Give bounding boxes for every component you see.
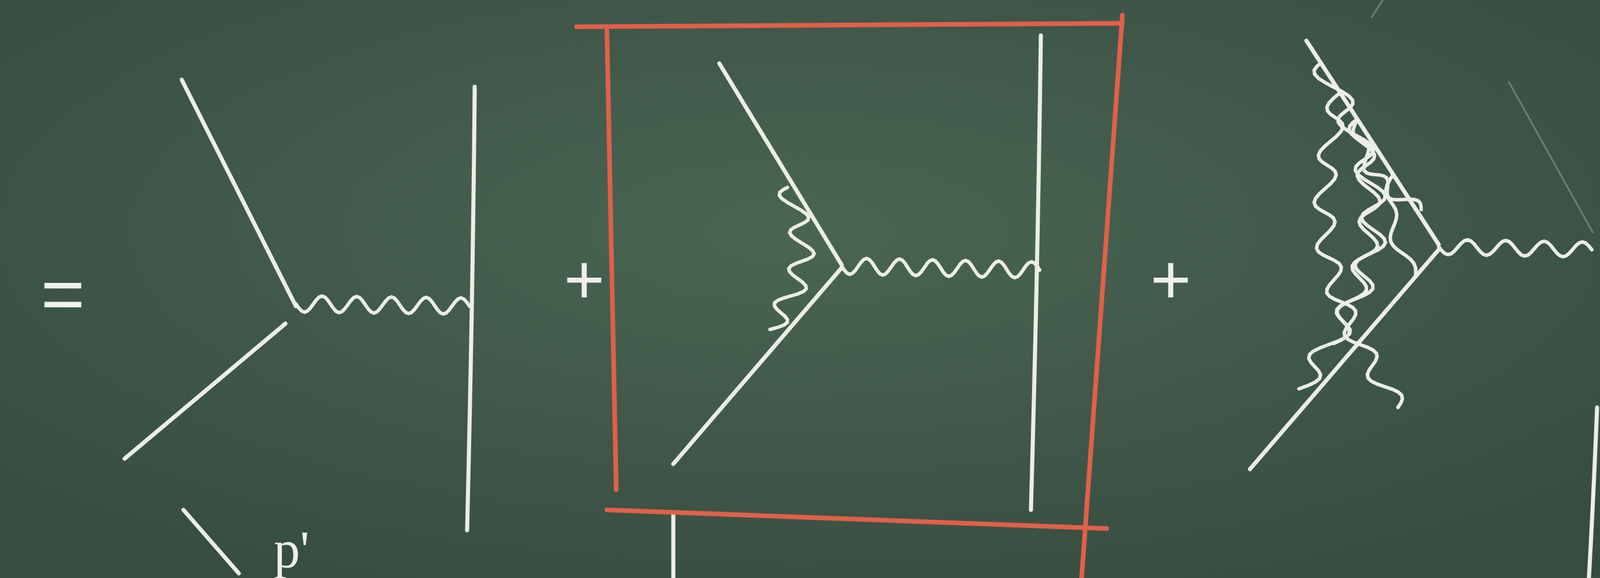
fermion-line [181,79,296,307]
red-box-right [1081,15,1123,578]
plus-sign: + [563,244,605,315]
equals-sign: = [40,256,86,332]
faint-line [1371,0,1383,18]
cut-line [467,86,475,531]
red-box-bottom [606,510,1107,529]
momentum-label: p' [273,524,310,577]
cut-line [1030,35,1041,511]
photon-line [295,296,470,315]
plus-sign: + [1150,244,1192,315]
photon-lines [295,62,1592,408]
red-box-top [576,23,1123,27]
photon-line [1438,239,1592,257]
photon-line [770,187,815,330]
cut-line [671,515,676,578]
photon-line [1386,174,1416,277]
chalk-lines [124,35,1598,578]
photon-line [841,258,1040,278]
red-box-left [606,30,617,490]
highlight-box [576,15,1123,578]
fermion-line [124,323,286,459]
fermion-line [673,267,842,465]
fermion-line [183,510,239,574]
fermion-line [1249,249,1439,470]
fermion-line [719,63,842,266]
photon-line [1298,62,1386,390]
cut-line [1588,407,1598,578]
faint-line [1508,81,1594,233]
